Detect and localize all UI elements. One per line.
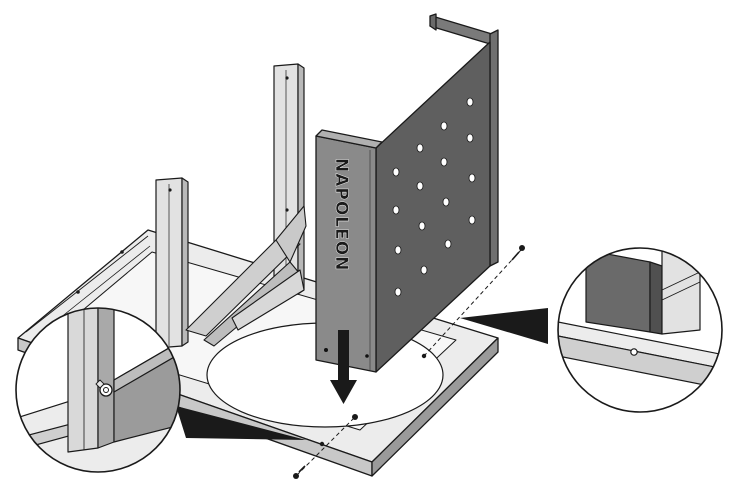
base-frame [17, 229, 499, 477]
screw-guides [295, 249, 522, 477]
callout-pointer-left [176, 406, 306, 440]
detail-callout-left [15, 307, 181, 473]
front-upright-post [155, 177, 189, 349]
diagonal-brace [185, 205, 307, 347]
screw-icon [511, 245, 525, 261]
callout-pointer-right [460, 308, 548, 344]
panel-hole-grid [392, 97, 476, 297]
detail-callout-right [557, 247, 723, 413]
arrow-down-icon [330, 330, 357, 404]
cabinet-back-wall [429, 15, 493, 45]
screw-icon [293, 414, 358, 479]
brand-label: NAPOLEON [331, 158, 351, 271]
cabinet-panel-assembly [315, 13, 499, 373]
base-frame-side-right [371, 337, 499, 477]
